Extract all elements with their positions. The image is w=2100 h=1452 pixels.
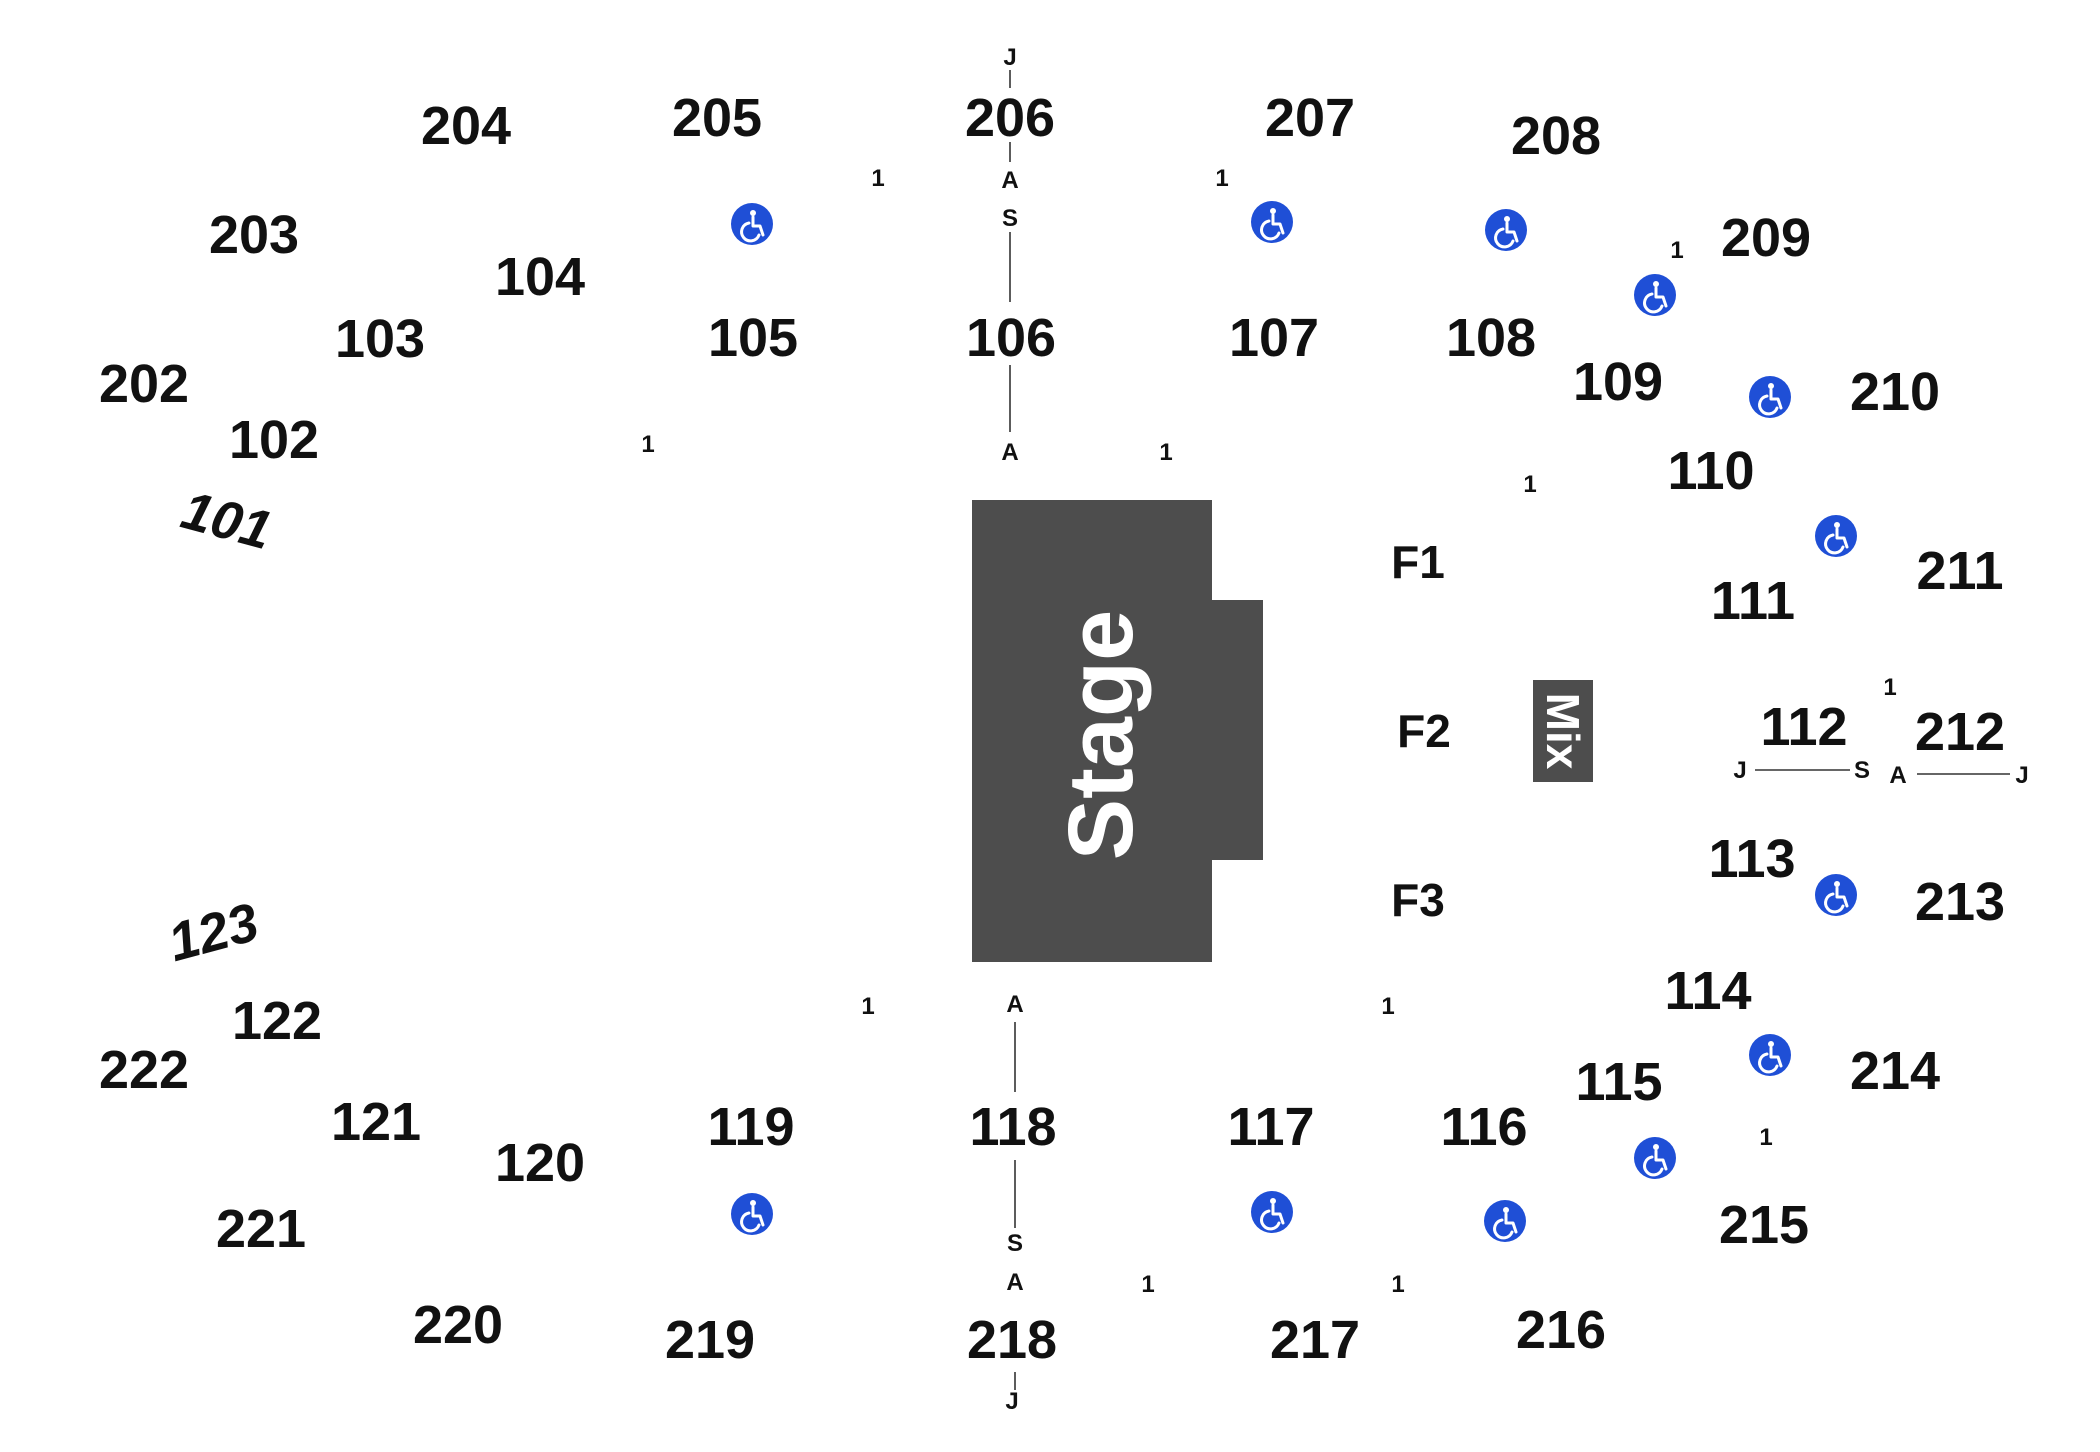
- row-label-first: 1: [1759, 1124, 1772, 1151]
- wheelchair-icon: [729, 201, 775, 247]
- row-label-first: 1: [1883, 674, 1896, 701]
- section-109[interactable]: 109: [1573, 352, 1663, 412]
- section-105[interactable]: 105: [708, 308, 798, 368]
- section-117[interactable]: 117: [1227, 1097, 1314, 1157]
- row-label-first: 1: [1523, 471, 1536, 498]
- wheelchair-icon: [1482, 1198, 1528, 1244]
- row-labels: J A S A A S A J J S A J 1 1 1 1 1 1 1 1 …: [641, 44, 2028, 1415]
- wheelchair-icon: [1632, 1135, 1678, 1181]
- section-221[interactable]: 221: [216, 1199, 306, 1259]
- section-222[interactable]: 222: [99, 1040, 189, 1100]
- wheelchair-icon: [1747, 1032, 1793, 1078]
- row-label-first: 1: [871, 165, 884, 192]
- section-104[interactable]: 104: [495, 247, 585, 307]
- wheelchair-icon: [1747, 374, 1793, 420]
- section-204[interactable]: 204: [421, 96, 511, 156]
- section-209[interactable]: 209: [1721, 208, 1811, 268]
- row-label: A: [1001, 167, 1018, 194]
- section-205[interactable]: 205: [672, 88, 762, 148]
- section-207[interactable]: 207: [1265, 88, 1355, 148]
- section-110[interactable]: 110: [1667, 441, 1754, 501]
- row-label: J: [1003, 44, 1016, 71]
- row-label: S: [1002, 205, 1018, 232]
- wheelchair-icon: [1483, 207, 1529, 253]
- section-210[interactable]: 210: [1850, 362, 1940, 422]
- section-102[interactable]: 102: [229, 410, 319, 470]
- row-label-first: 1: [861, 993, 874, 1020]
- section-107[interactable]: 107: [1229, 308, 1319, 368]
- row-label: S: [1007, 1230, 1023, 1257]
- row-label: J: [1005, 1388, 1018, 1415]
- section-116[interactable]: 116: [1440, 1097, 1527, 1157]
- section-118[interactable]: 118: [969, 1097, 1056, 1157]
- section-114[interactable]: 114: [1664, 961, 1751, 1021]
- section-115[interactable]: 115: [1575, 1052, 1662, 1112]
- section-206[interactable]: 206: [965, 88, 1055, 148]
- section-113[interactable]: 113: [1708, 829, 1795, 889]
- section-217[interactable]: 217: [1270, 1310, 1360, 1370]
- row-label-first: 1: [1159, 439, 1172, 466]
- stage-label: Stage: [1050, 610, 1152, 861]
- section-215[interactable]: 215: [1719, 1195, 1809, 1255]
- section-219[interactable]: 219: [665, 1310, 755, 1370]
- section-111[interactable]: 111: [1711, 571, 1795, 631]
- section-203[interactable]: 203: [209, 205, 299, 265]
- row-label-first: 1: [641, 431, 654, 458]
- row-label: A: [1001, 439, 1018, 466]
- section-123[interactable]: 123: [162, 892, 265, 973]
- section-F1[interactable]: F1: [1391, 536, 1445, 588]
- row-label: S: [1854, 757, 1870, 784]
- wheelchair-icon: [1813, 872, 1859, 918]
- section-F3[interactable]: F3: [1391, 874, 1445, 926]
- section-212[interactable]: 212: [1915, 702, 2005, 762]
- section-218[interactable]: 218: [967, 1310, 1057, 1370]
- section-112[interactable]: 112: [1760, 697, 1847, 757]
- wheelchair-icon: [729, 1191, 775, 1237]
- section-213[interactable]: 213: [1915, 872, 2005, 932]
- section-119[interactable]: 119: [707, 1097, 794, 1157]
- mix-position: Mix: [1533, 680, 1593, 782]
- row-label: J: [2015, 762, 2028, 789]
- row-label-first: 1: [1391, 1271, 1404, 1298]
- row-label: A: [1006, 991, 1023, 1018]
- wheelchair-icon: [1249, 1189, 1295, 1235]
- section-121[interactable]: 121: [331, 1092, 421, 1152]
- row-label: J: [1733, 757, 1746, 784]
- section-108[interactable]: 108: [1446, 308, 1536, 368]
- row-label-first: 1: [1141, 1271, 1154, 1298]
- row-label-first: 1: [1381, 993, 1394, 1020]
- stage: Stage: [972, 500, 1263, 962]
- row-label-first: 1: [1670, 237, 1683, 264]
- wheelchair-icon: [1813, 513, 1859, 559]
- mix-label: Mix: [1537, 693, 1589, 770]
- section-103[interactable]: 103: [335, 309, 425, 369]
- aisle-lines: [1009, 70, 2010, 1390]
- section-211[interactable]: 211: [1916, 541, 2003, 601]
- wheelchair-icon: [1632, 272, 1678, 318]
- section-214[interactable]: 214: [1850, 1041, 1940, 1101]
- wheelchair-icon: [1249, 199, 1295, 245]
- section-101[interactable]: 101: [175, 480, 278, 561]
- section-120[interactable]: 120: [495, 1133, 585, 1193]
- section-208[interactable]: 208: [1511, 106, 1601, 166]
- section-220[interactable]: 220: [413, 1295, 503, 1355]
- row-label: A: [1889, 762, 1906, 789]
- section-122[interactable]: 122: [232, 991, 322, 1051]
- row-label: A: [1006, 1269, 1023, 1296]
- section-202[interactable]: 202: [99, 354, 189, 414]
- section-F2[interactable]: F2: [1397, 705, 1451, 757]
- section-106[interactable]: 106: [966, 308, 1056, 368]
- row-label-first: 1: [1215, 165, 1228, 192]
- section-216[interactable]: 216: [1516, 1300, 1606, 1360]
